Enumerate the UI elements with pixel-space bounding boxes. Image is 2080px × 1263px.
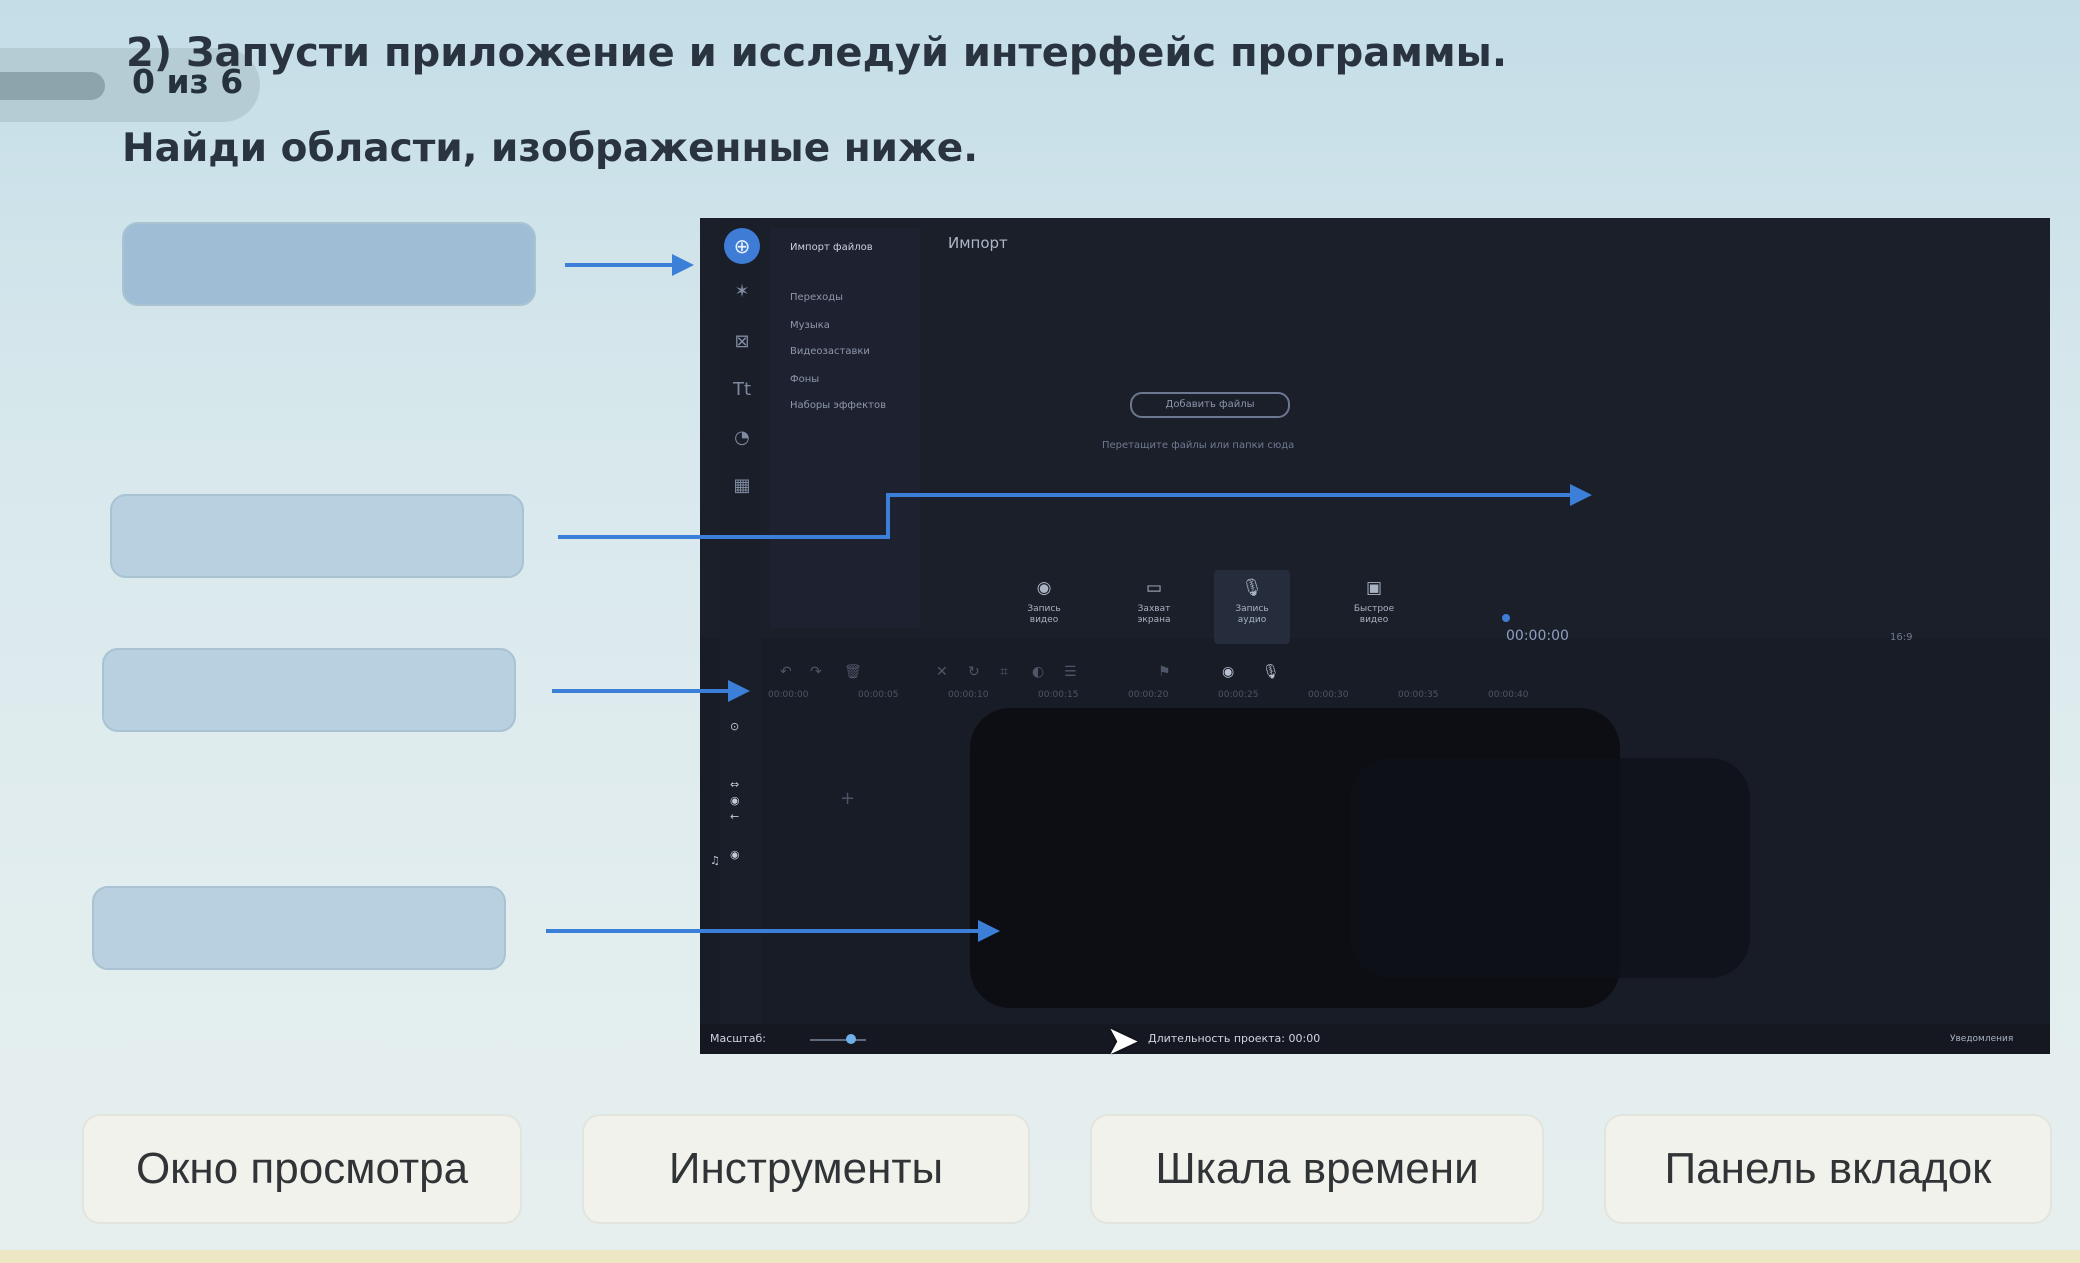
answer-tools[interactable]: Инструменты xyxy=(582,1114,1030,1224)
screen-glare xyxy=(1350,758,1750,978)
magic-wand-icon: ✶ xyxy=(734,281,750,302)
webcam-icon: ◉ xyxy=(1036,578,1052,598)
screen-capture-button[interactable]: ▭ Захват экрана xyxy=(1116,570,1192,644)
task-title: 2) Запусти приложение и исследуй интерфе… xyxy=(126,30,1508,76)
filter-icon[interactable]: ◐ xyxy=(1032,664,1045,680)
arrow-2-line xyxy=(558,535,890,539)
tab-item[interactable]: Видеозаставки xyxy=(790,346,870,357)
link-icon[interactable]: ⇔ xyxy=(730,778,740,791)
app-screenshot: ⊕ ✶ ⊠ Tt ◔ ▦ Импорт файлов Переходы Музы… xyxy=(700,218,2050,1054)
playhead-dot xyxy=(1502,614,1510,622)
drop-slot-3[interactable] xyxy=(102,648,516,732)
rotate-icon[interactable]: ↻ xyxy=(968,664,980,680)
ruler-mark: 00:00:00 xyxy=(768,690,809,700)
bottom-strip xyxy=(0,1250,2080,1263)
arrow-1-head xyxy=(672,254,694,276)
microphone-icon: 🎙 xyxy=(1241,578,1263,598)
drop-slot-1[interactable] xyxy=(122,222,536,306)
stickers-icon: ◔ xyxy=(734,427,750,448)
ruler-mark: 00:00:35 xyxy=(1398,690,1439,700)
drop-slot-4[interactable] xyxy=(92,886,506,970)
answer-timeline[interactable]: Шкала времени xyxy=(1090,1114,1544,1224)
ruler-mark: 00:00:25 xyxy=(1218,690,1259,700)
arrow-4-head xyxy=(978,920,1000,942)
zoom-label: Масштаб: xyxy=(710,1032,766,1045)
video-track-icon[interactable]: ⊙ xyxy=(730,720,740,733)
screen-capture-label: Захват экрана xyxy=(1137,604,1171,625)
arrow-3-head xyxy=(728,680,750,702)
status-bar: Масштаб: Длительность проекта: 00:00 Уве… xyxy=(700,1024,2050,1054)
record-video-label: Запись видео xyxy=(1027,604,1061,625)
progress-bar xyxy=(0,72,105,100)
zoom-slider-track[interactable] xyxy=(810,1039,866,1041)
ruler-mark: 00:00:05 xyxy=(858,690,899,700)
answer-preview-window[interactable]: Окно просмотра xyxy=(82,1114,522,1224)
quick-video-button[interactable]: ▣ Быстрое видео xyxy=(1336,570,1412,644)
webcam-record-icon[interactable]: ◉ xyxy=(1222,664,1235,680)
answer-tab-panel[interactable]: Панель вкладок xyxy=(1604,1114,2052,1224)
tab-item[interactable]: Музыка xyxy=(790,320,830,331)
monitor-icon: ▭ xyxy=(1145,578,1163,598)
grid-icon: ▦ xyxy=(733,475,751,496)
redo-icon[interactable]: ↷ xyxy=(810,664,822,680)
zoom-slider-knob[interactable] xyxy=(846,1034,856,1044)
ruler-mark: 00:00:40 xyxy=(1488,690,1529,700)
timecode: 00:00:00 xyxy=(1506,628,1569,644)
arrow-icon[interactable]: ← xyxy=(730,810,740,823)
task-subtitle: Найди области, изображенные ниже. xyxy=(122,126,979,171)
import-icon: ⊕ xyxy=(724,228,760,264)
mouse-cursor-icon: ➤ xyxy=(1106,1018,1140,1064)
arrow-4-line xyxy=(546,929,982,933)
add-files-button[interactable]: Добавить файлы xyxy=(1130,392,1290,418)
record-video-button[interactable]: ◉ Запись видео xyxy=(1006,570,1082,644)
tab-item[interactable]: Импорт файлов xyxy=(790,242,873,253)
mic-record-icon[interactable]: 🎙 xyxy=(1262,664,1280,680)
arrow-2-line xyxy=(886,493,1572,497)
quick-video-icon: ▣ xyxy=(1365,578,1383,598)
quick-video-label: Быстрое видео xyxy=(1353,604,1395,625)
eye-icon[interactable]: ◉ xyxy=(730,794,740,807)
tool-row: ↶ ↷ 🗑 ✕ ↻ ⌗ ◐ ☰ ⚑ ◉ 🎙 xyxy=(740,658,2040,688)
ruler-mark: 00:00:15 xyxy=(1038,690,1079,700)
aspect-ratio[interactable]: 16:9 xyxy=(1890,632,1913,643)
undo-icon[interactable]: ↶ xyxy=(780,664,792,680)
cut-icon[interactable]: ✕ xyxy=(936,664,948,680)
record-audio-button[interactable]: 🎙 Запись аудио xyxy=(1214,570,1290,644)
text-icon: Tt xyxy=(732,379,752,400)
notifications[interactable]: Уведомления xyxy=(1950,1034,2014,1044)
project-duration: Длительность проекта: 00:00 xyxy=(1148,1032,1321,1045)
crop-icon[interactable]: ⌗ xyxy=(1000,664,1008,680)
drop-hint: Перетащите файлы или папки сюда xyxy=(1102,440,1295,451)
tab-item[interactable]: Переходы xyxy=(790,292,844,303)
tab-list: Импорт файлов Переходы Музыка Видеозаста… xyxy=(770,228,920,628)
delete-icon[interactable]: 🗑 xyxy=(844,664,862,680)
drop-slot-2[interactable] xyxy=(110,494,524,578)
import-header: Импорт xyxy=(948,234,1008,252)
tab-item[interactable]: Наборы эффектов xyxy=(790,400,886,411)
app-top-area xyxy=(700,218,2050,638)
arrow-1-line xyxy=(565,263,677,267)
record-audio-label: Запись аудио xyxy=(1235,604,1269,625)
transitions-icon: ⊠ xyxy=(734,331,750,352)
add-track-icon[interactable]: + xyxy=(840,788,856,809)
ruler-mark: 00:00:20 xyxy=(1128,690,1169,700)
ruler-mark: 00:00:30 xyxy=(1308,690,1349,700)
side-rail xyxy=(720,218,762,1054)
arrow-2-head xyxy=(1570,484,1592,506)
tab-item[interactable]: Фоны xyxy=(790,374,820,385)
flag-icon[interactable]: ⚑ xyxy=(1158,664,1171,680)
clip-props-icon[interactable]: ☰ xyxy=(1064,664,1077,680)
arrow-3-line xyxy=(552,689,732,693)
audio-volume-icon[interactable]: ◉ xyxy=(730,848,740,861)
progress-counter: 0 из 6 xyxy=(132,62,244,101)
music-note-icon: ♫ xyxy=(710,854,720,867)
arrow-2-line xyxy=(886,493,890,539)
ruler-mark: 00:00:10 xyxy=(948,690,989,700)
